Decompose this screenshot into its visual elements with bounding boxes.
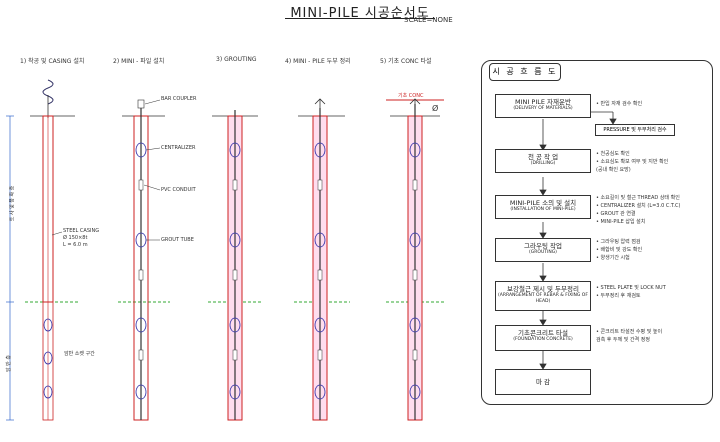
step-label-2: 2) MINI - 파일 설치 [113,58,165,65]
flow-box-finish: 마 감 [495,369,591,395]
flow-panel [481,60,713,405]
flow-box-concrete-sub: (FOUNDATION CONCRETE) [513,337,573,342]
flow-note-5-1: 검측 후 두께 및 간격 정정 [596,337,650,343]
flow-note-0-0: • 반입 자재 검수 확인 [596,101,643,107]
flow-note-2-2: • GROUT 관 연결 [596,211,636,217]
step-label-1: 1) 착공 및 CASING 설치 [20,58,85,65]
pile-4 [312,98,328,421]
depth-label-upper: 토 사 및 풍 화 층 [9,185,16,222]
centralizer-note: CENTRALIZER [161,145,196,151]
pile-2 [133,99,149,421]
pile-5 [386,98,444,421]
flow-note-3-0: • 그라우팅 압력 점검 [596,239,641,245]
flow-note-4-1: • 두부정리 후 재검토 [596,293,641,299]
flow-box-delivery-label: MINI PILE 자재운반 [515,98,571,106]
page-title: MINI-PILE 시공순서도 [290,6,430,21]
pile-1 [42,79,54,421]
step-label-5: 5) 기초 CONC 타설 [380,58,432,65]
flow-box-grouting: 그라우팅 작업 (GROUTING) [495,238,591,262]
flow-note-1-2: (공내 확인 요망) [596,167,631,173]
bar-coupler-note: BAR COUPLER [161,96,197,102]
flow-box-installation-label: MINI-PILE 소의 및 설치 [509,199,577,207]
flow-box-rebar-sub: (ARRANGEMENT OF REBAR & FIXING OF HEAD) [498,293,588,304]
step-label-3: 3) GROUTING [216,56,257,63]
flow-note-1-0: • 천공심도 확인 [596,151,630,157]
flow-box-installation-sub: (INSTALLATION OF MINI-PILE) [510,207,576,212]
flow-note-5-0: • 콘크리트 타설전 수평 및 높이 [596,329,663,335]
flow-note-2-0: • 소요길이 및 철근 THREAD 상태 확인 [596,195,680,201]
scale-label: SCALE=NONE [404,16,453,24]
flow-box-installation: MINI-PILE 소의 및 설치 (INSTALLATION OF MINI-… [495,195,591,219]
flow-box-grouting-sub: (GROUTING) [529,250,557,255]
flow-box-rebar: 보강철근 제시 및 두부정리 (ARRANGEMENT OF REBAR & F… [495,281,591,311]
flow-box-concrete-label: 기초콘크리트 타설 [518,329,568,337]
flow-box-drilling-sub: (DRILLING) [530,161,556,166]
socket-label: 암반 소켓 구간 [64,351,95,357]
flow-note-3-1: • 배합비 및 강도 확인 [596,247,643,253]
drill-icon [42,79,54,105]
step-label-4: 4) MINI - PILE 두부 정리 [285,58,351,65]
flow-note-4-0: • STEEL PLATE 및 LOCK NUT [596,285,666,291]
dimension-line [6,115,14,421]
construction-sequence-drawing [6,79,444,421]
casing-note-1: STEEL CASING [63,228,100,234]
flow-box-delivery-sub: (DELIVERY OF MATERIALS) [513,106,573,111]
flow-note-2-3: • MINI-PILE 삽입 설치 [596,219,646,225]
flow-box-delivery: MINI PILE 자재운반 (DELIVERY OF MATERIALS) [495,94,591,118]
top-label: 기초 CONC [398,93,424,99]
flow-box-drilling-label: 천 공 작 업 [527,153,559,161]
leader-lines [51,99,161,241]
flow-note-1-1: • 소요심도 확보 여부 및 지반 확인 [596,159,669,165]
flow-note-2-1: • CENTRALIZER 설치 (L=3.0 C.T.C) [596,203,681,209]
flow-box-finish-label: 마 감 [535,378,551,386]
flow-box-grouting-label: 그라우팅 작업 [524,242,562,250]
casing-note-3: L = 6.0 m [63,242,88,248]
flow-note-3-2: • 양생기간 시험 [596,255,630,261]
flow-side-box: PRESSURE 및 두부처리 검수 [595,124,675,136]
title-underline [285,18,435,19]
flow-box-concrete: 기초콘크리트 타설 (FOUNDATION CONCRETE) [495,325,591,351]
pvc-conduit-note: PVC CONDUIT [161,187,196,193]
depth-label-lower: 암 반 층 [5,355,12,372]
flow-box-rebar-label: 보강철근 제시 및 두부정리 [507,285,579,293]
pile-3 [227,110,243,421]
fl-mark: Ø [432,104,439,113]
flow-box-drilling: 천 공 작 업 (DRILLING) [495,149,591,173]
flow-title: 시 공 흐 름 도 [489,63,561,81]
grout-tube-note: GROUT TUBE [161,237,194,243]
casing-note-2: Ø 150×8t [63,235,88,241]
